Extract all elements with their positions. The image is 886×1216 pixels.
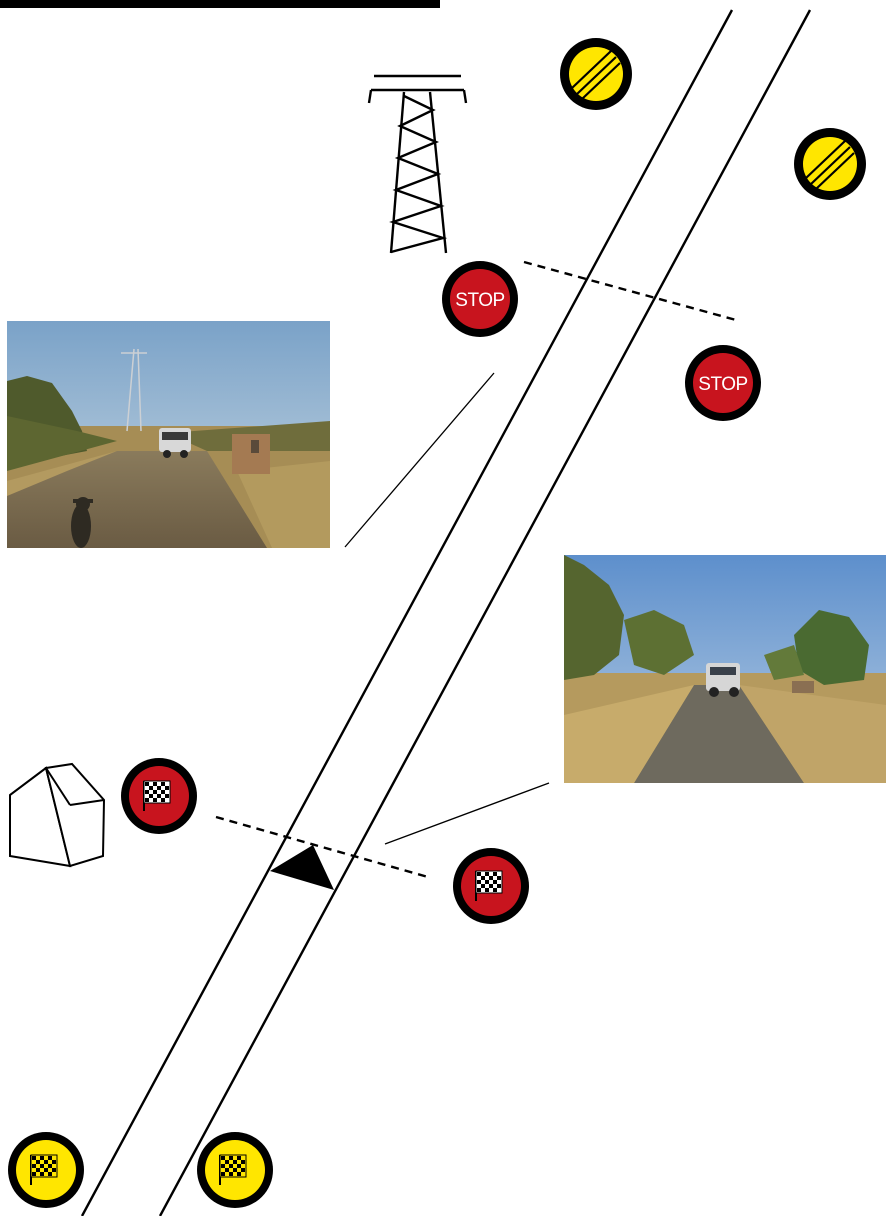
road-edge-left bbox=[80, 9, 734, 1216]
stop-sign-right: STOP bbox=[685, 345, 761, 421]
photo-road-start-view bbox=[564, 555, 886, 783]
checkered-flag-yellow-icon-right bbox=[219, 1154, 247, 1185]
road-edge-right bbox=[158, 9, 812, 1216]
checkered-flag-yellow-sign-right bbox=[197, 1132, 273, 1208]
stop-sign-right-label: STOP bbox=[698, 374, 747, 395]
start-line-dashed bbox=[215, 815, 429, 879]
end-of-restrictions-sign-1 bbox=[560, 38, 632, 110]
checkered-flag-yellow-sign-left bbox=[8, 1132, 84, 1208]
photo-pointer-line-upper bbox=[344, 372, 495, 548]
checkered-flag-red-icon-right bbox=[475, 870, 503, 901]
end-of-restrictions-sign-2 bbox=[794, 128, 866, 200]
checkered-flag-red-sign-left bbox=[121, 758, 197, 834]
checkered-flag-red-icon-left bbox=[143, 780, 171, 811]
photo-pointer-line-lower bbox=[384, 782, 550, 845]
power-pylon-icon bbox=[367, 74, 468, 254]
direction-arrow-icon bbox=[270, 845, 334, 890]
checkered-flag-red-sign-right bbox=[453, 848, 529, 924]
stop-sign-left: STOP bbox=[442, 261, 518, 337]
stop-sign-left-label: STOP bbox=[455, 290, 504, 311]
photo-road-stop-view bbox=[7, 321, 330, 548]
house-icon bbox=[9, 762, 106, 868]
header-bar bbox=[0, 0, 440, 8]
checkered-flag-yellow-icon-left bbox=[30, 1154, 58, 1185]
stop-line-dashed bbox=[523, 260, 737, 322]
